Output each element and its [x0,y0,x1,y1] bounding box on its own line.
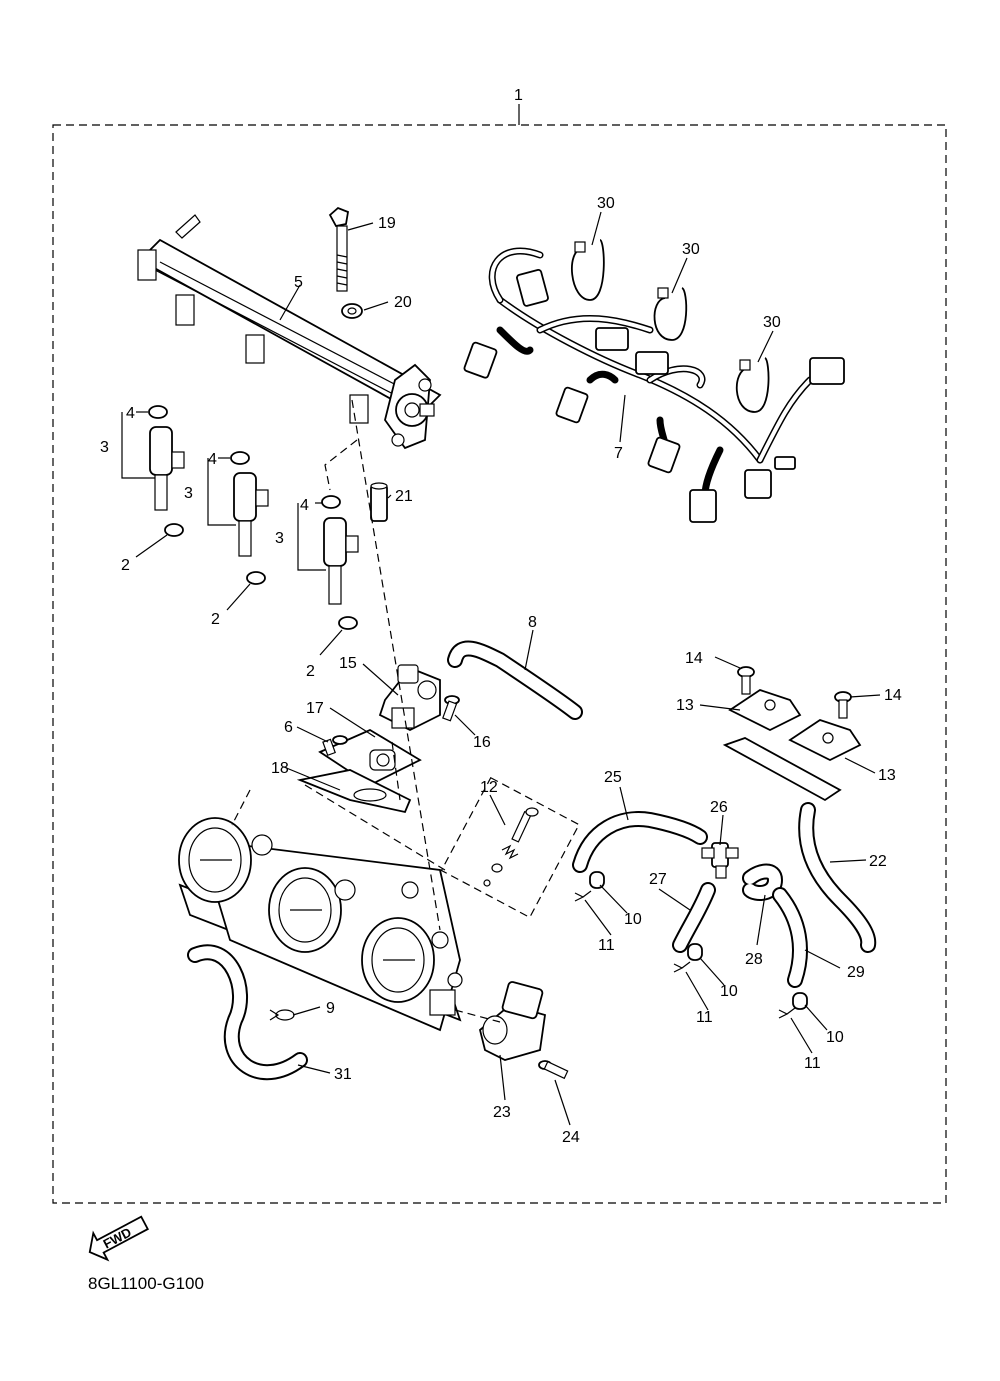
callout-26: 26 [710,799,728,816]
callout-2b: 2 [211,611,220,628]
callout-20: 20 [394,294,412,311]
sensor-part [478,981,547,1061]
hose-part-22 [798,802,877,953]
hose-part-28 [742,863,784,901]
callout-30b: 30 [682,241,700,258]
callout-23: 23 [493,1104,511,1121]
callout-22: 22 [869,853,887,870]
callout-11c: 11 [804,1055,821,1072]
callout-10c: 10 [826,1029,844,1046]
callout-7: 7 [614,445,623,462]
callout-3c: 3 [275,530,284,547]
hose-part-27 [672,882,716,953]
callout-9: 9 [326,1000,335,1017]
screw-part-24 [538,1060,569,1080]
cap-part-10c [792,992,808,1010]
callout-18: 18 [271,760,289,777]
callout-3a: 3 [100,439,109,456]
gasket-part [296,769,412,814]
washer-part [341,303,363,319]
callout-19: 19 [378,215,396,232]
wire-harness-part [463,247,845,523]
callout-15: 15 [339,655,357,672]
callout-11a: 11 [598,937,615,954]
hose-part-29 [772,887,808,988]
screw-part-14b [834,691,852,719]
joint-part [701,842,739,879]
harness-clip-part-c [735,357,770,413]
harness-clip-part-a [571,239,605,301]
callout-labels: 1 2 2 2 3 3 3 4 4 4 5 6 7 8 9 10 10 10 1… [100,87,902,1146]
assembly-boundary [52,104,947,1204]
callout-11b: 11 [696,1009,713,1026]
harness-clip-part-b [653,287,688,341]
leader-lines [121,211,881,1126]
throttle-body-part [178,817,463,1032]
callout-25: 25 [604,769,622,786]
callout-5: 5 [294,274,303,291]
callout-28: 28 [745,951,763,968]
bracket-part [722,689,862,802]
clip-part-11a [574,890,592,902]
callout-13b: 13 [878,767,896,784]
fwd-arrow-icon: FWD [88,1215,149,1262]
callout-27: 27 [649,871,667,888]
callout-31: 31 [334,1066,352,1083]
screw-part-14a [737,666,755,695]
diagram-code: 8GL1100-G100 [88,1274,204,1293]
callout-17: 17 [306,700,324,717]
bolt-part [328,206,350,292]
callout-2a: 2 [121,557,130,574]
collar-part [370,482,388,522]
screw-part-16 [442,695,460,722]
clip-part-11b [673,961,691,973]
guide-lines [231,399,501,1023]
callout-6: 6 [284,719,293,736]
callout-14b: 14 [884,687,902,704]
callout-30c: 30 [763,314,781,331]
callout-1: 1 [514,87,523,104]
callout-2c: 2 [306,663,315,680]
callout-16: 16 [473,734,491,751]
clip-part-9 [269,1009,295,1021]
callout-8: 8 [528,614,537,631]
valve-part [378,664,441,732]
screw-set-part [440,776,580,919]
callout-4b: 4 [208,451,217,468]
callout-13a: 13 [676,697,694,714]
callout-24: 24 [562,1129,580,1146]
hose-part-31 [187,944,308,1081]
callout-14a: 14 [685,650,703,667]
callout-3b: 3 [184,485,193,502]
cap-part-10a [589,871,605,889]
callout-4a: 4 [126,405,135,422]
callout-29: 29 [847,964,865,981]
callout-10a: 10 [624,911,642,928]
fuel-rail-part [137,214,442,450]
clip-part-11c [778,1007,796,1019]
callout-4c: 4 [300,497,309,514]
injector-part-b [230,451,269,585]
callout-12: 12 [480,779,498,796]
callout-10b: 10 [720,983,738,1000]
injector-part-c [321,495,359,630]
hose-part-8 [447,640,583,720]
hose-part-25 [572,811,708,873]
callout-21: 21 [395,488,413,505]
callout-30a: 30 [597,195,615,212]
cap-part-10b [687,943,703,961]
injector-part-a [148,405,185,537]
fwd-label: FWD [101,1224,134,1251]
